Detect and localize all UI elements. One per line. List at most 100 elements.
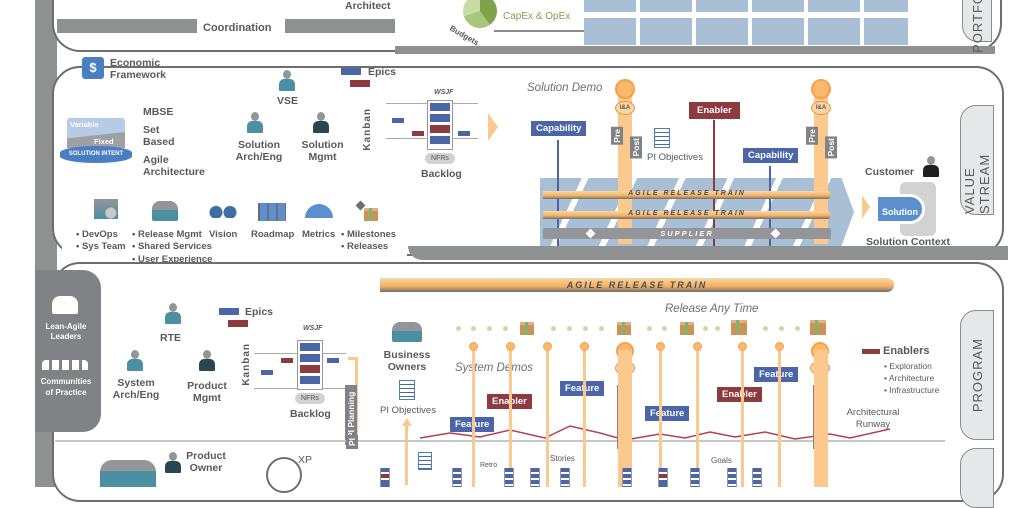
vs-kanban-card bbox=[458, 131, 470, 136]
system-arch-person-icon bbox=[126, 350, 144, 372]
coordination-label: Coordination bbox=[203, 22, 272, 34]
pi-objectives-doc-icon bbox=[654, 128, 670, 148]
vs-ia-icon: I&A bbox=[811, 101, 831, 115]
pi-pole bbox=[618, 350, 632, 487]
release-box-icon bbox=[731, 320, 747, 335]
team-backlog-stack-icon bbox=[530, 468, 540, 487]
release-dot bbox=[471, 326, 476, 331]
toolbar-roadmap: Roadmap bbox=[251, 229, 295, 240]
capability-tag-2: Capability bbox=[743, 148, 799, 163]
program-backlog-stack bbox=[297, 340, 323, 390]
communities-label[interactable]: Communities of Practice bbox=[40, 377, 92, 397]
iteration-pole bbox=[696, 346, 699, 487]
product-owner-person-icon bbox=[164, 452, 182, 474]
release-dot bbox=[647, 326, 652, 331]
release-dot bbox=[456, 326, 461, 331]
enablers-legend-swatch bbox=[862, 349, 880, 354]
team-backlog-stack-icon bbox=[560, 468, 570, 487]
solution-mgmt-person-icon bbox=[312, 112, 330, 134]
iteration-dot bbox=[738, 342, 747, 351]
program-epics-label: Epics bbox=[245, 306, 274, 318]
communities-icon bbox=[42, 360, 88, 370]
release-box-icon bbox=[617, 322, 631, 335]
program-panel bbox=[52, 262, 1004, 502]
vs-pi-objectives-label: PI Objectives bbox=[647, 152, 703, 163]
solution-context-label: Solution Context bbox=[866, 236, 950, 248]
iteration-dot bbox=[506, 342, 515, 351]
pi-objectives-up-arrow-icon bbox=[402, 418, 412, 426]
solution-intent-graphic: Variable Fixed SOLUTION INTENT bbox=[60, 118, 132, 164]
arrow-to-portfolio-kanban bbox=[494, 30, 584, 32]
architectural-runway-label: Architectural Runway bbox=[846, 407, 900, 430]
solution-demo-label: Solution Demo bbox=[527, 82, 603, 94]
business-owners-label: Business Owners bbox=[383, 349, 431, 373]
release-dot bbox=[763, 326, 768, 331]
vs-ia-pole-1 bbox=[618, 86, 632, 244]
release-dot bbox=[503, 326, 508, 331]
product-mgmt-label: Product Mgmt bbox=[187, 380, 227, 404]
team-backlog-stack-icon bbox=[504, 468, 514, 487]
release-dot bbox=[703, 326, 708, 331]
capability-tag-1: Capability bbox=[531, 121, 587, 136]
release-box-icon bbox=[520, 322, 534, 335]
coordination-bar-right bbox=[285, 19, 395, 33]
iteration-pole bbox=[778, 346, 781, 487]
team-backlog-stack-icon bbox=[380, 468, 390, 487]
toolbar-devops-2: • Sys Team bbox=[76, 241, 126, 252]
program-epics-legend-red bbox=[228, 320, 248, 327]
team-pi-objectives-doc-icon bbox=[418, 452, 432, 470]
program-kanban-card bbox=[261, 370, 273, 375]
variable-label: Variable bbox=[70, 120, 99, 129]
team-backlog-stack-icon bbox=[727, 468, 737, 487]
capex-label: CapEx & OpEx bbox=[503, 11, 571, 22]
solution-button[interactable]: Solution bbox=[875, 194, 925, 224]
solution-arrow-icon bbox=[862, 195, 870, 219]
release-dot bbox=[795, 326, 800, 331]
program-connector bbox=[408, 246, 1008, 260]
team-retro-label: Retro bbox=[480, 462, 498, 469]
iteration-dot bbox=[580, 342, 589, 351]
program-side-tab: PROGRAM bbox=[960, 310, 994, 440]
solution-mgmt-label: Solution Mgmt bbox=[301, 139, 344, 163]
capability-line bbox=[769, 166, 771, 246]
art-bar-2: AGILE RELEASE TRAIN bbox=[543, 210, 831, 219]
vs-flow-arrow-icon bbox=[488, 113, 498, 141]
iteration-pole bbox=[583, 346, 586, 487]
release-dot bbox=[583, 326, 588, 331]
release-dot bbox=[487, 326, 492, 331]
release-dot bbox=[599, 326, 604, 331]
vs-kanban-label: Kanban bbox=[362, 108, 373, 151]
release-dot bbox=[715, 326, 720, 331]
coordination-bar-far bbox=[395, 46, 995, 54]
iteration-dot bbox=[543, 342, 552, 351]
iteration-pole bbox=[546, 346, 549, 487]
enablers-item-exploration: • Exploration bbox=[884, 361, 932, 371]
vs-backlog-stack bbox=[427, 100, 453, 150]
portfolio-chevrons bbox=[584, 0, 908, 45]
enablers-item-infrastructure: • Infrastructure bbox=[884, 385, 940, 395]
vse-person-icon bbox=[278, 70, 296, 92]
shared-services-icon bbox=[152, 201, 178, 221]
team-side-tab bbox=[960, 448, 994, 508]
enabler-tag: Enabler bbox=[717, 387, 762, 402]
solution-arch-person-icon bbox=[246, 112, 264, 134]
portfolio-side-tab: PORTFOLIO bbox=[962, 0, 992, 53]
program-kanban-label: Kanban bbox=[241, 343, 252, 386]
team-backlog-stack-icon bbox=[622, 468, 632, 487]
business-owners-icon bbox=[392, 322, 422, 342]
iteration-dot bbox=[469, 342, 478, 351]
program-wsjf-label: WSJF bbox=[303, 325, 323, 332]
vs-kanban-card bbox=[392, 118, 404, 123]
intent-item-set-based: Set Based bbox=[143, 124, 175, 148]
team-backlog-stack-icon bbox=[690, 468, 700, 487]
epics-legend-red bbox=[350, 80, 370, 87]
toolbar-milestones: • Milestones bbox=[341, 229, 397, 240]
lean-agile-leaders-label[interactable]: Lean-Agile Leaders bbox=[45, 322, 87, 341]
customer-label: Customer bbox=[865, 166, 915, 178]
coordination-bar-left bbox=[57, 19, 197, 33]
team-backlog-stack-icon bbox=[658, 468, 668, 487]
toolbar-devops-1: • DevOps bbox=[76, 229, 118, 240]
iteration-pole bbox=[659, 346, 662, 487]
intent-item-mbse: MBSE bbox=[143, 106, 174, 118]
gauge-icon bbox=[305, 204, 333, 218]
